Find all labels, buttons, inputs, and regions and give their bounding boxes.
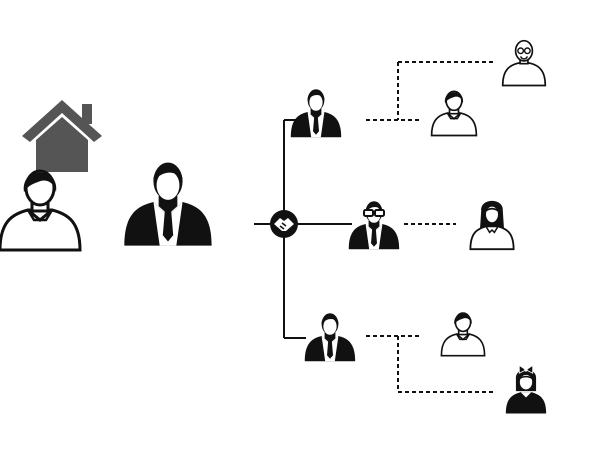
long-hair-woman-icon [469, 199, 515, 251]
bald-glasses-man-icon [501, 39, 547, 87]
manager-middle-glasses-icon [348, 201, 400, 250]
connectors [254, 119, 352, 339]
manager-bottom-icon [304, 313, 356, 362]
contact-bottom-casual-icon [440, 312, 486, 357]
businessman-glasses-icon [363, 209, 385, 217]
manager-top-icon [290, 89, 342, 138]
businessman-icon [124, 162, 212, 246]
ribbon-girl-icon [505, 364, 547, 415]
dashed-connectors [366, 61, 494, 393]
contact-top-casual-icon [430, 90, 478, 137]
house-icon [22, 100, 102, 172]
handshake-icon [270, 210, 298, 238]
casual-person-icon [0, 169, 82, 252]
